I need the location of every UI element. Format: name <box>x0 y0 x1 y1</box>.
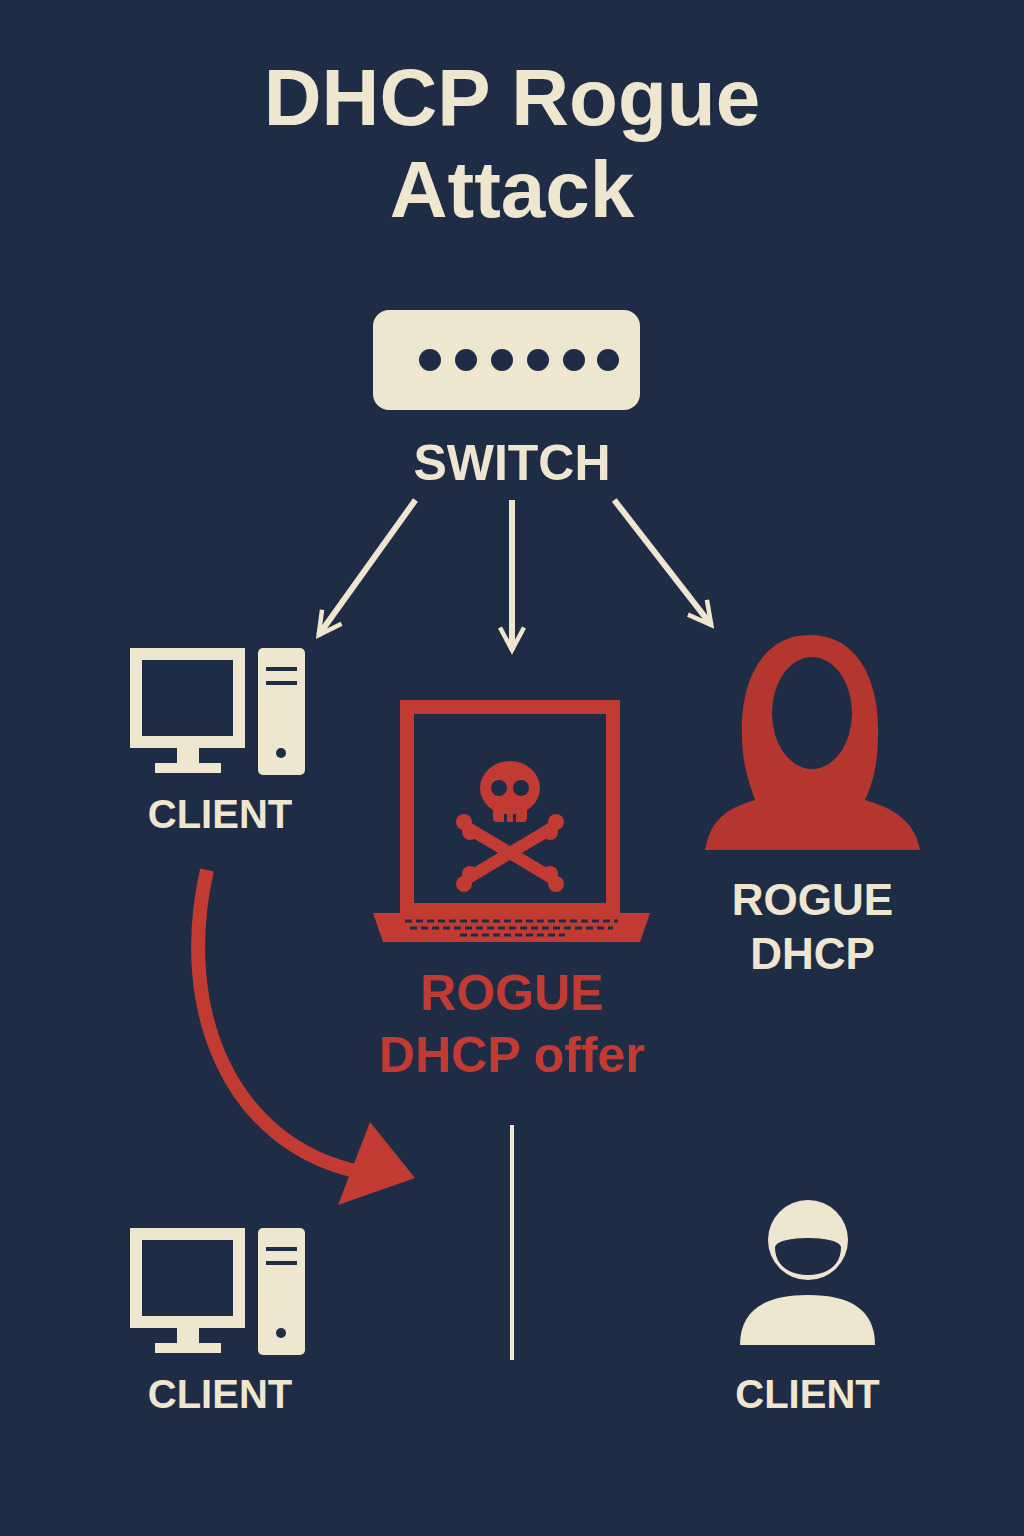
computer-icon <box>136 648 305 775</box>
connector-arrow <box>614 500 711 625</box>
rogue-dhcp-node: ROGUE DHCP <box>700 625 925 980</box>
diagram-title: DHCP Rogue Attack <box>202 52 822 236</box>
client-node: CLIENT <box>115 635 325 845</box>
divider-line <box>510 1125 514 1360</box>
client-node: CLIENT <box>705 1195 910 1420</box>
laptop-icon <box>373 707 650 942</box>
attack-arrowhead <box>338 1122 415 1205</box>
computer-icon <box>136 1228 305 1355</box>
hacker-icon <box>705 635 920 850</box>
rogue-laptop-node: ROGUE DHCP offer <box>350 650 674 1090</box>
node-label: CLIENT <box>115 1371 325 1417</box>
switch-icon <box>373 310 640 410</box>
node-label: SWITCH <box>370 435 654 491</box>
user-icon <box>740 1200 875 1345</box>
node-label: ROGUE DHCP <box>700 873 925 981</box>
switch-node: SWITCH <box>370 305 654 500</box>
node-label: ROGUE DHCP offer <box>350 962 674 1086</box>
node-label: CLIENT <box>115 791 325 837</box>
connector-arrow <box>319 500 416 635</box>
skull-symbol <box>456 761 564 892</box>
attack-arrow <box>198 870 360 1172</box>
client-node: CLIENT <box>115 1215 325 1425</box>
node-label: CLIENT <box>705 1371 910 1417</box>
connector-arrow <box>509 500 515 650</box>
